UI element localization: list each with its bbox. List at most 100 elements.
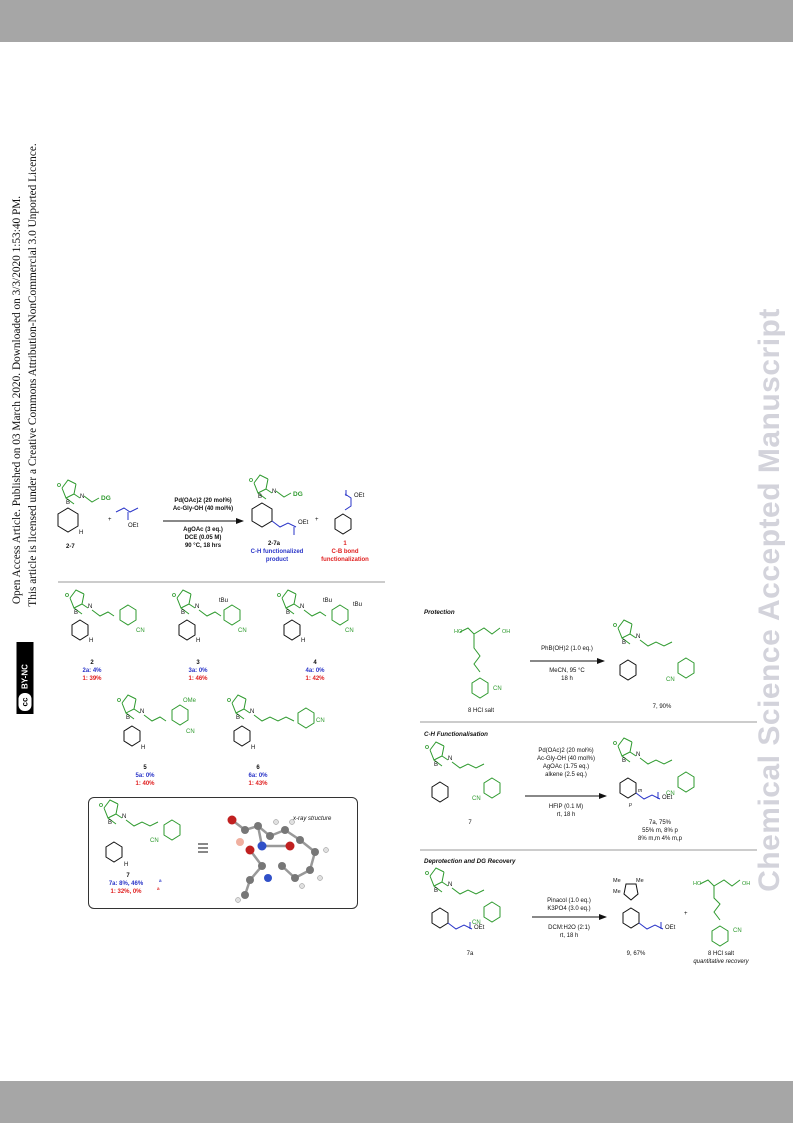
protection-heading: Protection [424,609,455,616]
condition-5: 90 °C, 18 hrs [185,543,222,549]
svg-text:N: N [636,634,640,640]
conditions-left: Pd(OAc)2 (20 mol%) Ac-Gly-OH (40 mol%) A… [173,498,233,549]
svg-text:B: B [622,758,626,764]
compound-3-id: 3 [196,660,200,666]
svg-text:H: H [196,638,200,644]
svg-text:CN: CN [733,928,742,934]
compound-5: B N OMe CN H 5 5a: 0% 1: 40% [117,694,197,787]
deprotection-cond-3: DCM:H2O (2:1) [548,925,590,931]
svg-text:H: H [124,862,128,868]
ch-heading: C-H Functionalisation [424,731,488,738]
compound-6a-yield: 6a: 0% [248,773,268,779]
ch-cond-4: alkene (2.5 eq.) [545,772,587,778]
compound-7a-yield: 7a: 8%, 46% [109,881,144,887]
svg-text:H: H [89,638,93,644]
product-a-label: 2-7a [268,541,281,547]
reactant-label: 2-7 [66,544,75,550]
product-1: OEt 1 C-B bond functionalization [321,490,369,563]
product-7a-detail-2: 8% m,m 4% m,p [638,836,683,842]
product-7: B N CN 7, 90% [613,619,695,710]
deprotection-cond-4: rt, 18 h [560,933,579,939]
svg-text:CN: CN [238,628,247,634]
ch-cond-5: HFIP (0.1 M) [549,804,583,810]
product-9-yield: 9, 67% [627,951,646,957]
svg-text:DG: DG [293,491,303,498]
compound-7a-superscript: a [159,878,162,883]
compound-3-b-yield: 1: 46% [188,676,208,682]
reagent-7-label: 7 [468,820,472,826]
product-b-label: 1 [343,541,347,547]
product-7a-detail-1: 55% m, 8% p [642,828,678,834]
h-label: H [79,530,83,536]
ch-cond-6: rt, 18 h [557,812,576,818]
compound-6-b-yield: 1: 43% [248,781,268,787]
product-7a: B N CN OEt m p 7a, 75% 55% m, 8% p 8% m,… [613,737,695,842]
svg-text:B: B [434,888,438,894]
svg-text:N: N [448,756,452,762]
svg-text:B: B [126,715,130,721]
condition-1: Pd(OAc)2 (20 mol%) [174,498,231,504]
svg-text:H: H [301,638,305,644]
svg-text:B: B [236,715,240,721]
svg-text:Me: Me [636,878,644,884]
svg-text:tBu: tBu [353,602,362,608]
reagent-7a-label: 7a [467,951,474,957]
plus-sign-2: + [315,517,319,523]
compound-5a-yield: 5a: 0% [135,773,155,779]
condition-2: Ac-Gly-OH (40 mol%) [173,506,233,512]
svg-text:OEt: OEt [354,493,365,499]
svg-text:tBu: tBu [219,598,228,604]
xray-label: x-ray structure [292,816,332,822]
svg-text:N: N [250,709,254,715]
compound-6: B N CN H 6 6a: 0% 1: 43% [227,694,325,787]
product-b-desc-2: functionalization [321,557,369,563]
header-bar [0,0,793,42]
compound-4-id: 4 [313,660,317,666]
reagent-8-label: 8 HCl salt [468,708,494,714]
ch-cond-3: AgOAc (1.75 eq.) [543,764,589,770]
compound-4-b-yield: 1: 42% [305,676,325,682]
svg-text:OH: OH [742,881,750,887]
footer-bar [0,1081,793,1123]
recovered-8-label: 8 HCl salt [708,951,734,957]
svg-text:B: B [66,500,70,506]
svg-text:CN: CN [345,628,354,634]
protection-cond-2: MeCN, 95 °C [549,668,585,674]
svg-text:N: N [80,494,84,500]
ch-cond-1: Pd(OAc)2 (20 mol%) [538,748,593,754]
plus-sign-1: + [108,517,112,523]
compound-2-b-yield: 1: 39% [82,676,102,682]
compound-7-b-yield: 1: 32%, 0% [110,889,142,895]
svg-text:OH: OH [502,629,510,635]
meta-label: m [638,788,642,794]
svg-text:H: H [251,745,255,751]
svg-text:CN: CN [186,729,195,735]
compound-4a-yield: 4a: 0% [305,668,325,674]
product-7a-yield: 7a, 75% [649,820,672,826]
ch-cond-2: Ac-Gly-OH (40 mol%) [537,756,595,762]
reactant-2-7: B N DG H 2-7 [57,479,111,550]
compound-6-id: 6 [256,765,260,771]
recovered-8: HO OH CN 8 HCl salt quantitative recover… [693,879,750,965]
svg-text:N: N [448,882,452,888]
svg-text:B: B [74,610,78,616]
svg-text:tBu: tBu [323,598,332,604]
svg-text:Me: Me [613,878,621,884]
deprotection-cond-2: K3PO4 (3.0 eq.) [547,906,590,912]
product-a-desc-2: product [266,557,288,563]
svg-text:N: N [140,709,144,715]
oet-label-1: OEt [128,523,139,529]
reagent-8: HO OH CN 8 HCl salt [454,627,510,714]
svg-text:OEt: OEt [665,925,676,931]
condition-3: AgOAc (3 eq.) [183,527,223,533]
svg-text:CN: CN [150,838,159,844]
product-7-yield: 7, 90% [653,704,672,710]
svg-text:OEt: OEt [474,925,485,931]
svg-text:N: N [272,489,276,495]
para-label: p [628,802,632,808]
svg-text:OEt: OEt [662,795,673,801]
dg-label: DG [101,495,111,502]
compound-4: B N tBu tBu CN H 4 4a: 0% 1: 42% [277,589,362,682]
svg-text:H: H [141,745,145,751]
svg-text:N: N [88,604,92,610]
